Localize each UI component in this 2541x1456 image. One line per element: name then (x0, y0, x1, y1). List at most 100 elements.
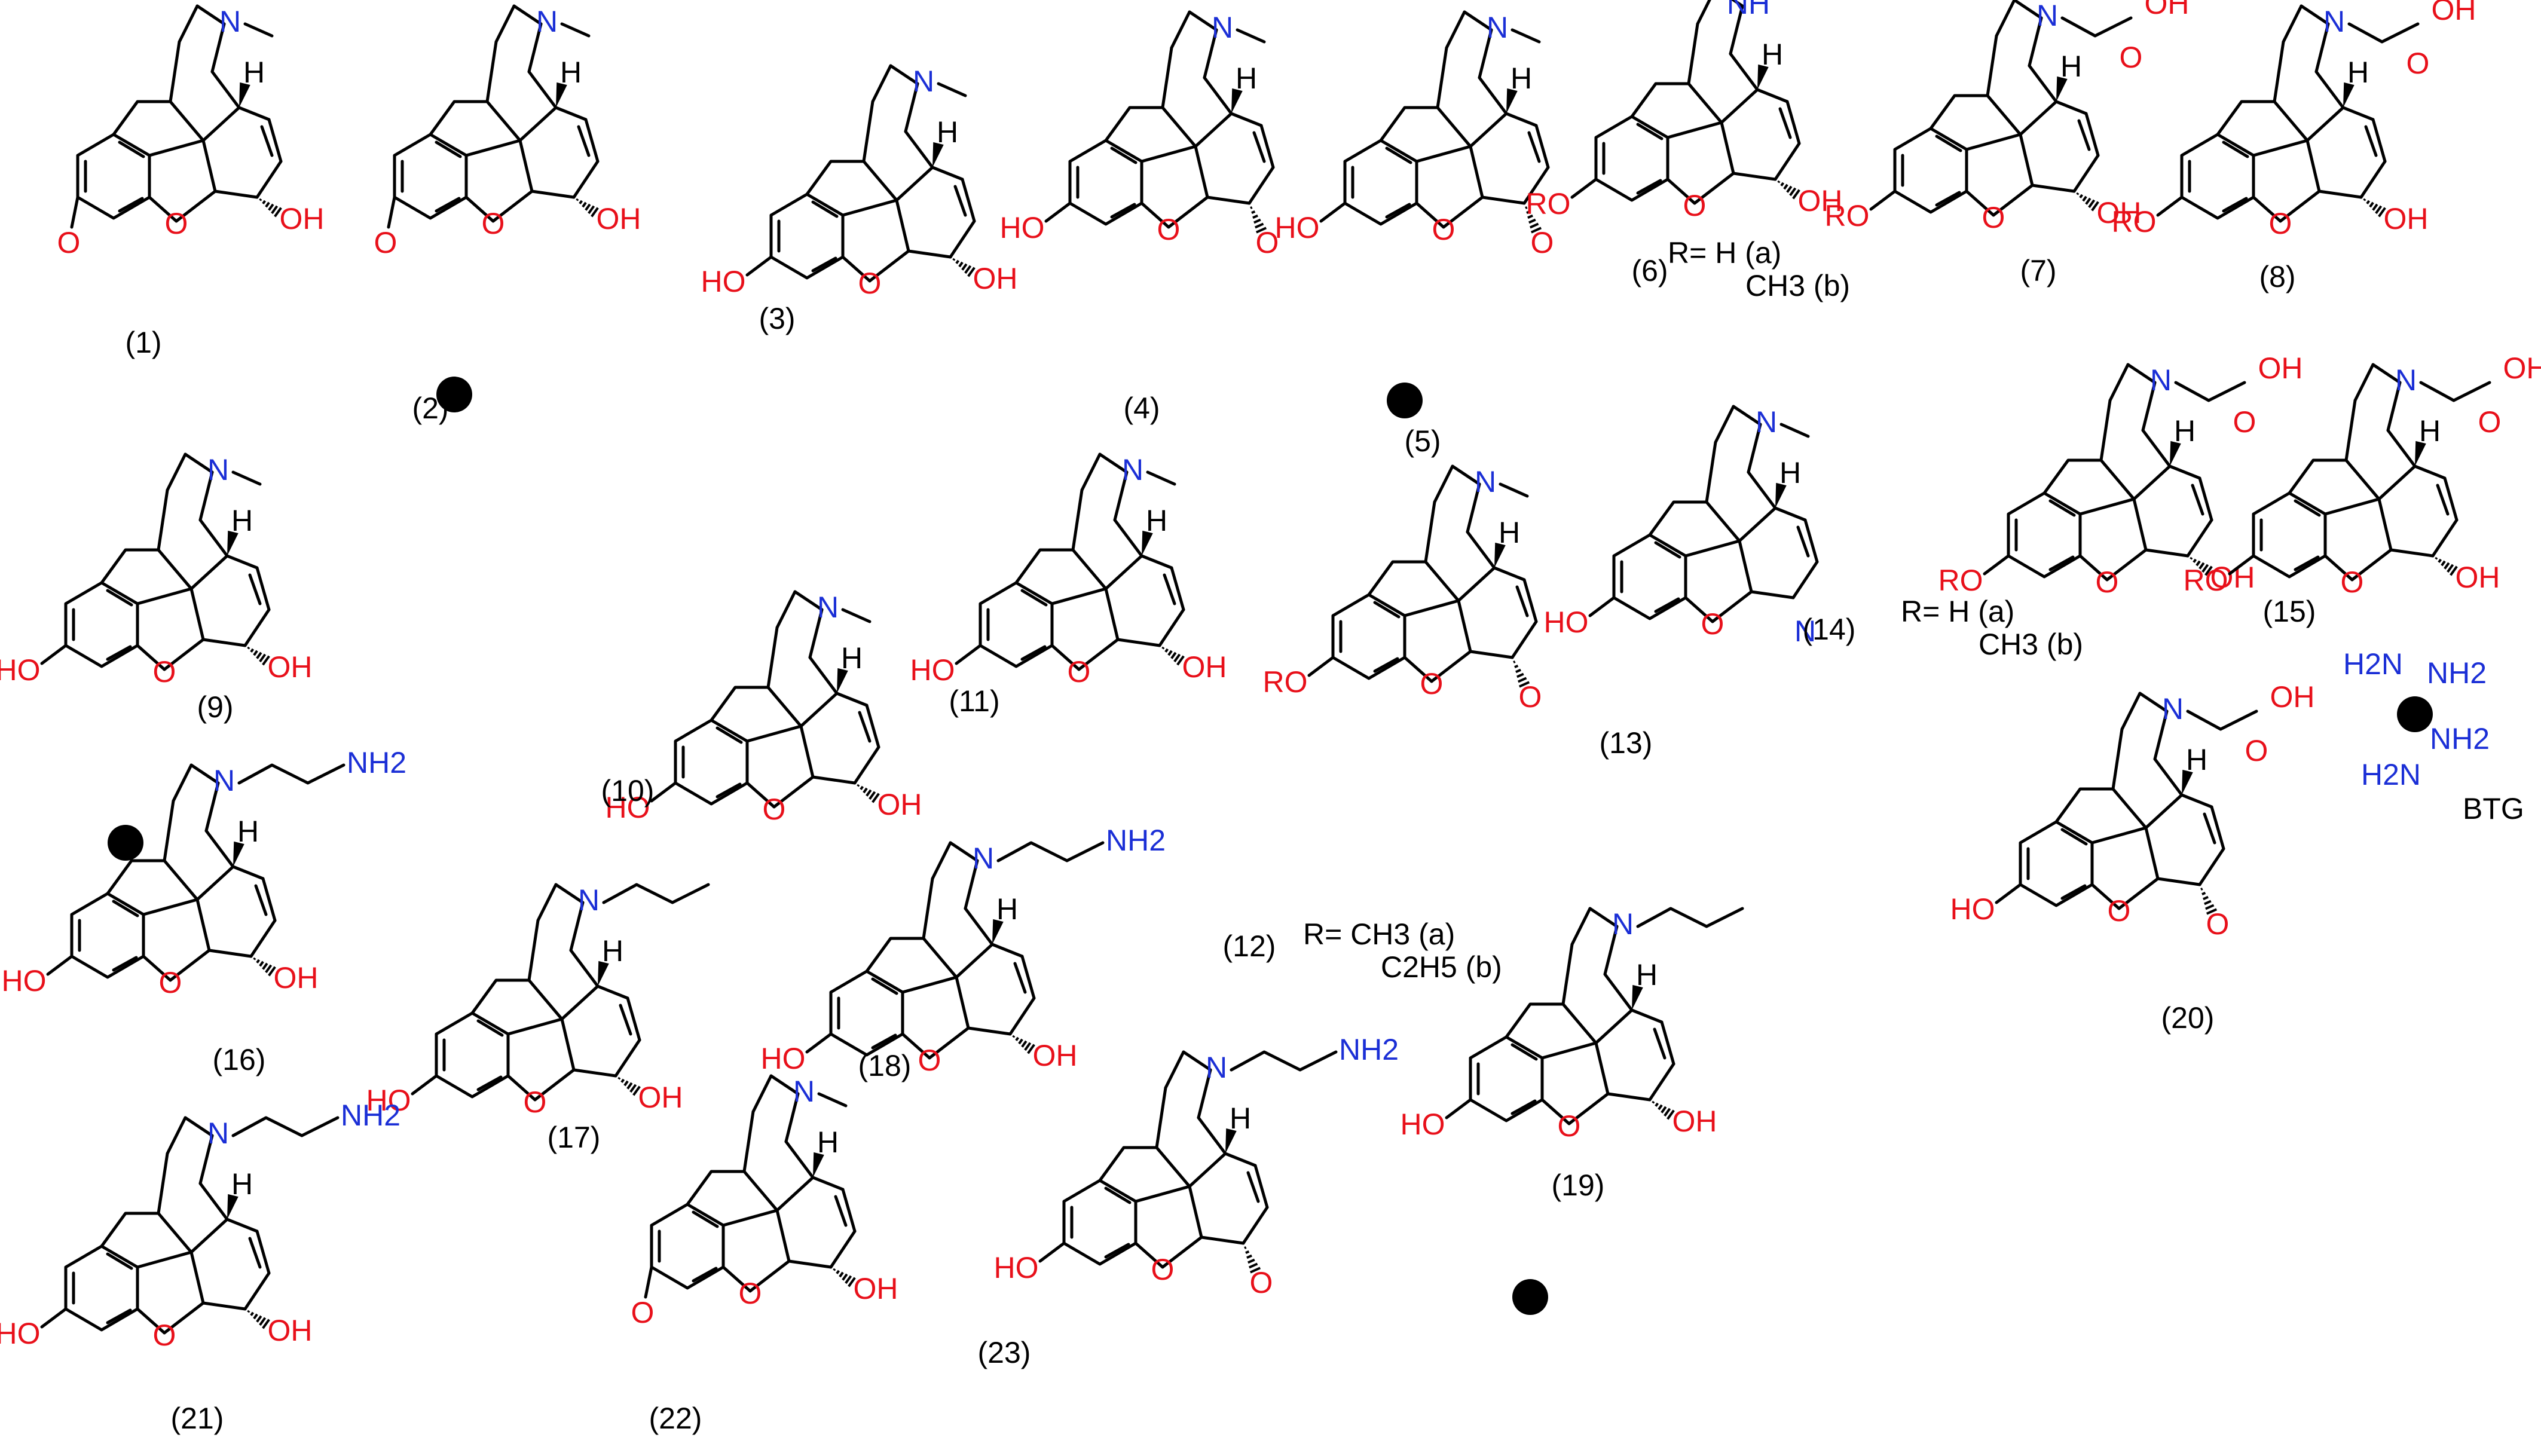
ether-oxygen: O (1151, 1253, 1175, 1286)
ring-bond (1987, 36, 1996, 96)
compound-label-19: (19) (1552, 1169, 1605, 1202)
hash-bond-stroke (1784, 185, 1787, 189)
phenol-group: HO (761, 1042, 806, 1075)
r-group-legend-12: R= CH3 (a)C2H5 (b) (1303, 917, 1502, 984)
ring-bond (1506, 1004, 1563, 1037)
ring-bond (1470, 114, 1506, 146)
ring-bond (2155, 759, 2182, 795)
aryl-ether-bond (646, 1267, 652, 1297)
ring-bond (1106, 556, 1142, 589)
aryl-oxygen: O (57, 226, 81, 259)
ring-bond (2146, 828, 2158, 879)
stereo-hydrogen: H (1499, 516, 1520, 549)
alkene-double-bond (620, 1005, 631, 1034)
hash-bond-stroke (263, 201, 265, 204)
hash-bond-stroke (1016, 1038, 1018, 1041)
ether-oxygen: O (2341, 565, 2364, 599)
ring-bond (1512, 622, 1536, 657)
ring-bond (932, 843, 950, 879)
ring-bond (149, 140, 203, 155)
carbonyl-oxygen: O (2245, 734, 2268, 767)
ring-bond (2218, 102, 2274, 134)
ring-bond (1405, 601, 1458, 616)
ring-bond (2391, 550, 2433, 556)
amine-nitrogen: N (213, 764, 235, 797)
amine-nitrogen: N (973, 842, 994, 875)
ring-bond (864, 161, 897, 200)
stereo-hydrogen: H (841, 641, 863, 675)
hash-bond-stroke (1252, 212, 1255, 213)
c6-oxygen: O (1531, 226, 1554, 259)
phenol-group: RO (1825, 199, 1870, 233)
hash-bond-stroke (2086, 198, 2090, 204)
ring-bond (897, 200, 909, 251)
aromatic-ring (1070, 140, 1142, 224)
hash-bond-stroke (254, 958, 255, 959)
stereo-hydrogen: H (937, 115, 958, 149)
c6-hydroxyl: OH (2384, 202, 2429, 235)
ether-oxygen: O (1157, 213, 1181, 246)
ring-bond (1190, 1186, 1201, 1237)
ring-bond (1118, 640, 1160, 646)
hash-bond-stroke (2204, 901, 2211, 904)
alkene-double-bond (2193, 485, 2203, 514)
compound-label-1: (1) (125, 326, 161, 359)
hash-bond-stroke (272, 206, 277, 213)
stereo-hydrogen: H (996, 892, 1018, 926)
ether-oxygen: O (159, 966, 182, 999)
stereo-hydrogen: H (602, 934, 623, 968)
amine-nitrogen: N (2162, 692, 2184, 726)
hash-bond-stroke (580, 201, 582, 204)
ring-bond (747, 726, 801, 741)
compound-label-23: (23) (978, 1336, 1031, 1369)
ring-bond (102, 550, 158, 583)
ring-bond (786, 1142, 813, 1177)
ring-bond (203, 640, 245, 646)
ring-bond (2274, 102, 2307, 140)
compound-label-10: (10) (601, 774, 655, 807)
ether-oxygen: O (153, 655, 176, 689)
ring-bond (2361, 161, 2385, 197)
ether-oxygen: O (165, 207, 188, 240)
hash-bond-stroke (1515, 666, 1518, 667)
aryl-ether-bond (72, 197, 78, 227)
r-group-alt-text: CH3 (b) (1745, 269, 1850, 302)
r-group-text: R= H (a) (1901, 595, 2014, 628)
hash-bond-stroke (2367, 201, 2369, 204)
aromatic-ring (652, 1204, 723, 1288)
aromatic-ring (771, 194, 843, 278)
ring-bond (1650, 1064, 1674, 1100)
ring-bond (1987, 96, 2020, 134)
phenol-group: RO (2184, 564, 2228, 597)
terminal-amine: NH2 (347, 746, 406, 779)
amine-nitrogen: N (2323, 5, 2345, 38)
hash-bond-stroke (843, 1274, 847, 1280)
ring-bond (2134, 466, 2170, 499)
ring-bond (855, 747, 879, 783)
c6-hydroxyl: OH (280, 202, 325, 235)
ring-bond (616, 1040, 640, 1076)
stereo-hydrogen: H (2347, 56, 2369, 89)
alkene-double-bond (1248, 1173, 1258, 1201)
ring-bond (1751, 592, 1793, 598)
ring-bond (197, 900, 209, 950)
ring-bond (1996, 0, 2014, 36)
n-methyl-bond (1237, 30, 1264, 42)
terminal-amine: NH2 (1106, 824, 1166, 857)
hash-bond-stroke (2439, 559, 2441, 562)
ether-oxygen: O (1068, 655, 1091, 689)
r-group-text: R= CH3 (a) (1303, 917, 1455, 951)
ring-bond (2379, 466, 2415, 499)
ring-bond (777, 1177, 813, 1210)
hash-bond-stroke (577, 199, 578, 200)
n-acetate-chain (2349, 24, 2418, 42)
ring-bond (1010, 998, 1034, 1034)
phenol-bond (652, 783, 675, 801)
ring-bond (1721, 90, 1757, 123)
alkene-double-bond (836, 1197, 846, 1225)
btg-amine: H2N (2361, 758, 2421, 791)
phenol-group: HO (1000, 211, 1045, 244)
ring-bond (924, 879, 932, 938)
